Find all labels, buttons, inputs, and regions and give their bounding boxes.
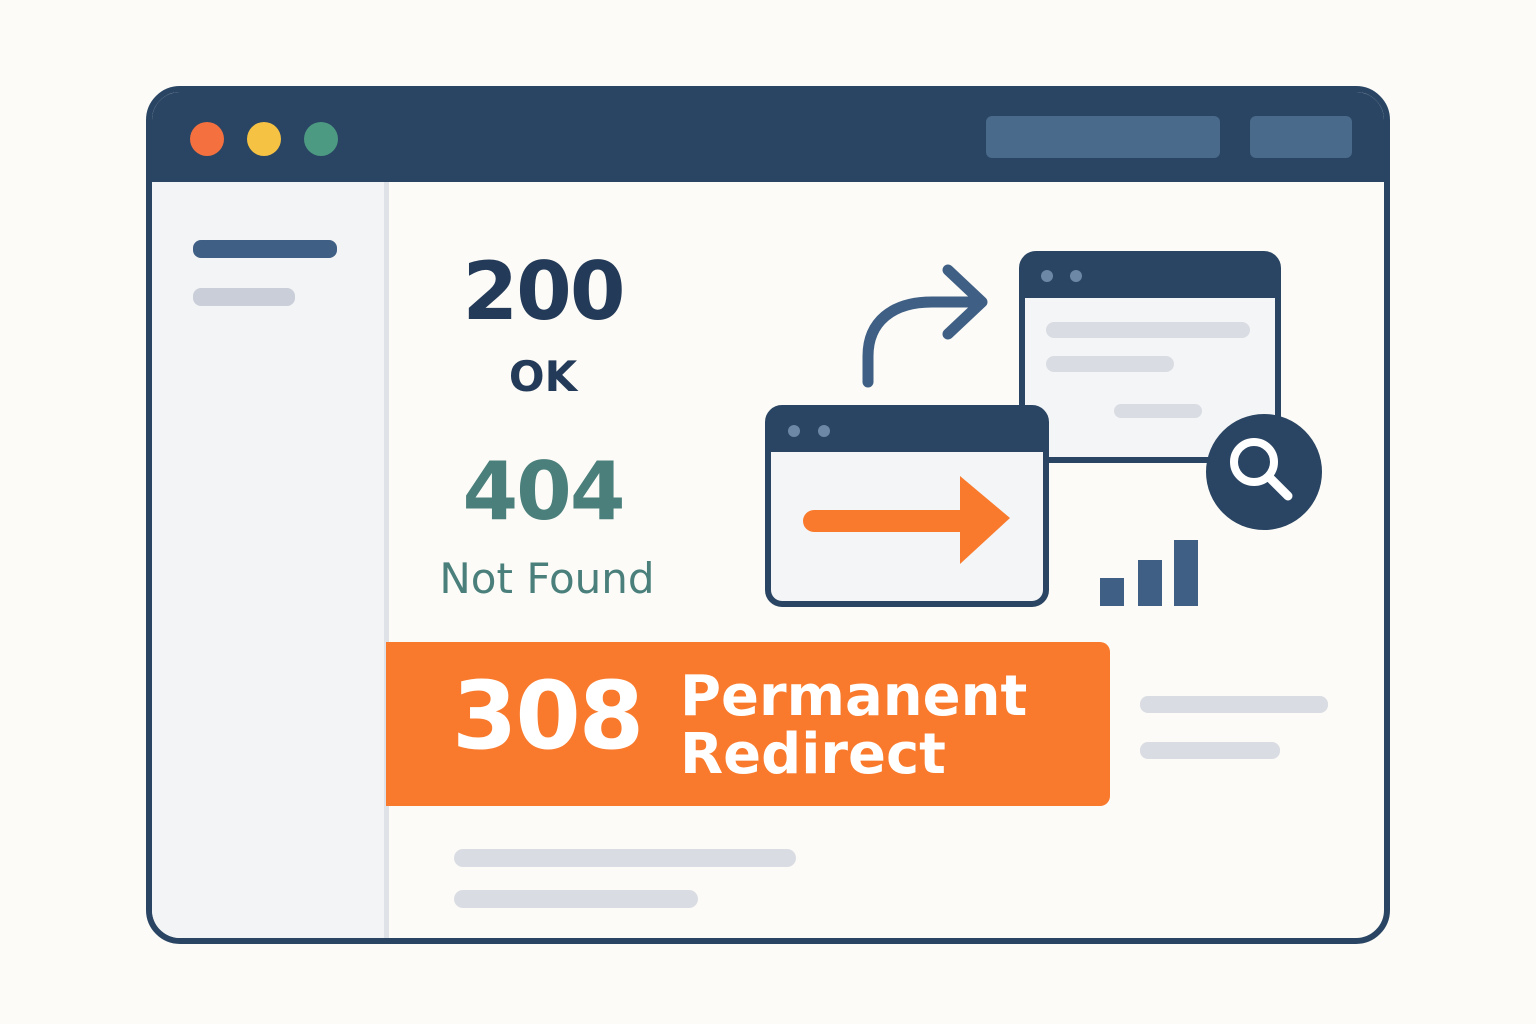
redirect-banner: 308 Permanent Redirect bbox=[386, 642, 1110, 806]
status-code-404: 404 bbox=[462, 445, 626, 538]
status-label-ok: OK bbox=[508, 352, 578, 401]
redirect-label-line1: Permanent bbox=[680, 664, 1028, 729]
content-placeholder-line bbox=[1140, 742, 1280, 759]
title-bar bbox=[152, 92, 1384, 182]
source-page-window bbox=[765, 405, 1049, 607]
close-window-dot[interactable] bbox=[190, 122, 224, 156]
address-bar[interactable] bbox=[986, 116, 1220, 158]
content-placeholder-line bbox=[1140, 696, 1328, 713]
redirect-illustration bbox=[454, 251, 1328, 908]
target-page-window bbox=[1019, 251, 1281, 463]
browser-window: 200 OK 404 Not Found 308 Permanent Redir… bbox=[146, 86, 1390, 944]
content-placeholder-line bbox=[454, 849, 796, 867]
content-placeholder-line bbox=[454, 890, 698, 908]
maximize-window-dot[interactable] bbox=[304, 122, 338, 156]
magnifier-icon[interactable] bbox=[1206, 414, 1322, 530]
curved-arrow-icon bbox=[862, 264, 988, 388]
sidebar bbox=[152, 182, 389, 938]
sidebar-item-active[interactable] bbox=[193, 240, 337, 258]
status-code-308: 308 bbox=[452, 662, 644, 771]
sidebar-item[interactable] bbox=[193, 288, 295, 306]
redirect-label-line2: Redirect bbox=[680, 722, 946, 787]
status-code-200: 200 bbox=[462, 245, 626, 338]
status-label-not-found: Not Found bbox=[439, 554, 655, 603]
toolbar-button[interactable] bbox=[1250, 116, 1352, 158]
arrow-right-icon bbox=[803, 476, 1010, 564]
bar-chart-icon bbox=[1100, 540, 1198, 606]
minimize-window-dot[interactable] bbox=[247, 122, 281, 156]
status-label-redirect: Permanent Redirect bbox=[680, 668, 1027, 784]
